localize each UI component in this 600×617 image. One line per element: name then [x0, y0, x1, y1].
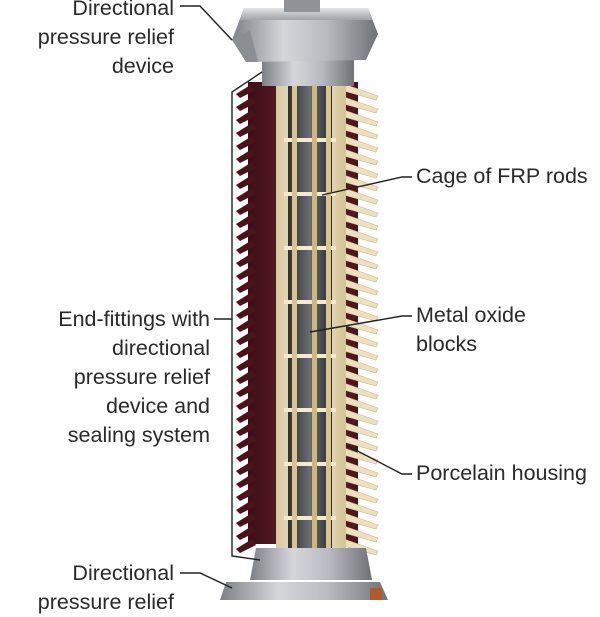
label-line: directional	[112, 336, 210, 360]
porcelain-shed-left	[236, 149, 256, 163]
label-line: pressure relief	[37, 590, 174, 614]
label-line: Metal oxide	[416, 303, 526, 327]
porcelain-shed-left	[236, 409, 256, 423]
porcelain-shed-left	[236, 513, 256, 527]
top-end-fitting	[232, 0, 378, 86]
leader-cage	[321, 176, 412, 196]
porcelain-shed-left	[236, 357, 256, 371]
porcelain-shed-left	[236, 136, 256, 150]
porcelain-shed-left	[236, 435, 256, 449]
leader-metal-oxide	[309, 315, 412, 333]
label-line: device	[111, 54, 174, 78]
porcelain-shed-left	[236, 370, 256, 384]
porcelain-shed-left	[236, 500, 256, 514]
porcelain-shed-left	[236, 487, 256, 501]
label-end-fittings: End-fittings with directional pressure r…	[58, 305, 210, 450]
leader-end-fittings-bottom	[231, 319, 261, 561]
label-line: device and	[106, 394, 210, 418]
porcelain-shed-left	[236, 422, 256, 436]
label-line: Directional	[72, 561, 174, 585]
block-spacer-ring	[284, 462, 336, 466]
porcelain-shed-left	[236, 383, 256, 397]
block-spacer-ring	[284, 246, 336, 250]
porcelain-shed-left	[236, 396, 256, 410]
label-metal-oxide: Metal oxide blocks	[416, 301, 526, 359]
porcelain-shed-left	[236, 188, 256, 202]
porcelain-shed-left	[236, 474, 256, 488]
label-line: pressure relief	[37, 25, 174, 49]
porcelain-shed-left	[236, 162, 256, 176]
porcelain-shed-left	[236, 175, 256, 189]
block-spacer-ring	[284, 354, 336, 358]
block-spacer-ring	[284, 516, 336, 520]
label-line: Directional	[72, 0, 174, 20]
label-line: sealing system	[67, 423, 210, 447]
porcelain-shed-left	[236, 539, 256, 553]
porcelain-shed-left	[236, 240, 256, 254]
porcelain-shed-left	[236, 461, 256, 475]
label-line: Cage of FRP rods	[416, 164, 588, 188]
block-spacer-ring	[284, 192, 336, 196]
porcelain-shed-left	[236, 253, 256, 267]
frp-rod-center	[312, 80, 317, 550]
porcelain-shed-left	[236, 110, 256, 124]
label-line: pressure relief	[73, 365, 210, 389]
block-spacer-ring	[284, 138, 336, 142]
porcelain-shed-left	[236, 344, 256, 358]
label-line: blocks	[416, 332, 477, 356]
leader-porcelain	[345, 444, 412, 475]
leader-lines	[180, 5, 412, 589]
porcelain-shed-left	[236, 84, 256, 98]
bottom-end-fitting	[220, 548, 388, 600]
porcelain-shed-left	[236, 123, 256, 137]
porcelain-shed-left	[236, 214, 256, 228]
frp-rod-left	[292, 80, 297, 550]
porcelain-shed-left	[236, 318, 256, 332]
surge-arrester-illustration	[180, 0, 412, 600]
arrester-diagram: Directional pressure relief device Cage …	[38, 0, 588, 614]
label-line: End-fittings with	[58, 307, 210, 331]
porcelain-shed-left	[236, 266, 256, 280]
label-bottom-relief: Directional pressure relief	[38, 559, 174, 617]
leader-top-relief	[180, 5, 233, 41]
metal-oxide-block-rings	[284, 138, 336, 520]
porcelain-shed-left	[236, 331, 256, 345]
porcelain-shed-left	[236, 227, 256, 241]
porcelain-shed-left	[236, 97, 256, 111]
left-porcelain-sheds	[236, 84, 256, 553]
label-cage-frp-rods: Cage of FRP rods	[416, 162, 588, 191]
label-line: Porcelain housing	[416, 461, 587, 485]
porcelain-shed-left	[236, 279, 256, 293]
leader-end-fittings	[214, 71, 263, 320]
porcelain-shed-left	[236, 526, 256, 540]
label-top-relief: Directional pressure relief device	[38, 0, 174, 81]
porcelain-shed-left	[236, 305, 256, 319]
block-spacer-ring	[284, 300, 336, 304]
block-spacer-ring	[284, 408, 336, 412]
porcelain-shed-left	[236, 201, 256, 215]
leader-bottom-relief	[180, 572, 233, 589]
frp-rod-right	[326, 80, 331, 550]
label-porcelain-housing: Porcelain housing	[416, 459, 587, 488]
porcelain-shed-left	[236, 448, 256, 462]
porcelain-shed-left	[236, 292, 256, 306]
